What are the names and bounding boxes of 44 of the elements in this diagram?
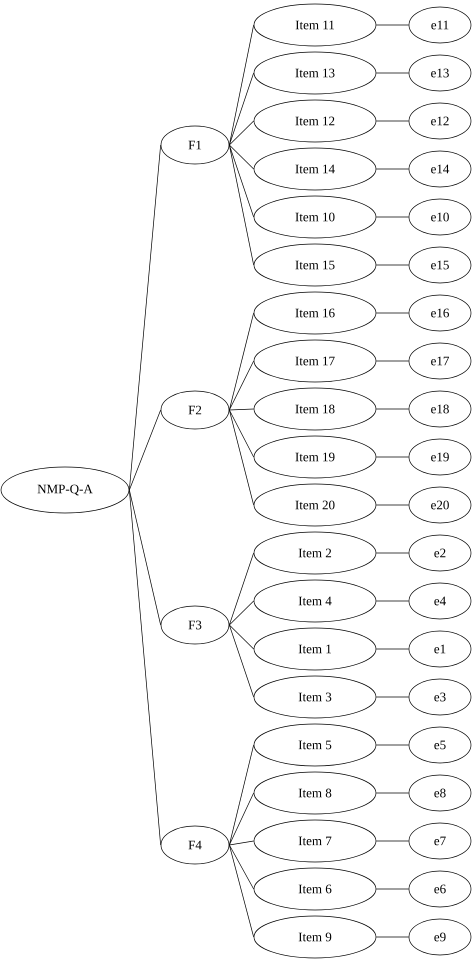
connector-line xyxy=(376,168,409,170)
connector-line xyxy=(376,264,409,266)
connector-line xyxy=(229,600,254,626)
connector-line xyxy=(229,144,254,170)
connector-line xyxy=(376,312,409,314)
connector-line xyxy=(376,552,409,554)
connector-line xyxy=(229,144,254,218)
connector-line xyxy=(376,696,409,698)
connector-line xyxy=(229,844,254,938)
connector-line xyxy=(376,216,409,218)
connector-line xyxy=(229,72,254,146)
connector-line xyxy=(376,648,409,650)
connector-line xyxy=(229,408,254,410)
connector-line xyxy=(376,408,409,410)
connector-line xyxy=(129,490,161,626)
connector-line xyxy=(376,600,409,602)
connector-line xyxy=(376,360,409,362)
connector-line xyxy=(376,24,409,26)
connector-line xyxy=(229,840,254,846)
connector-line xyxy=(229,410,254,458)
connector-line xyxy=(376,792,409,794)
connector-line xyxy=(129,490,161,846)
connector-line xyxy=(229,24,254,146)
connector-line xyxy=(376,504,409,506)
connector-line xyxy=(376,888,409,890)
connector-line xyxy=(229,792,254,846)
connector-line xyxy=(376,72,409,74)
connector-line xyxy=(376,936,409,938)
connector-line xyxy=(376,120,409,122)
connector-line xyxy=(229,624,254,650)
connector-line xyxy=(229,624,254,698)
connector-line xyxy=(229,410,254,506)
connector-line xyxy=(229,120,254,146)
connector-line xyxy=(376,456,409,458)
connector-line xyxy=(229,552,254,626)
connector-line xyxy=(229,144,254,266)
connector-line xyxy=(229,360,254,410)
connector-line xyxy=(376,840,409,842)
connector-line xyxy=(229,844,254,890)
connector-line xyxy=(129,144,161,490)
connector-line xyxy=(229,312,254,410)
connector-line xyxy=(229,744,254,846)
connector-line xyxy=(129,410,161,490)
connector-line xyxy=(376,744,409,746)
